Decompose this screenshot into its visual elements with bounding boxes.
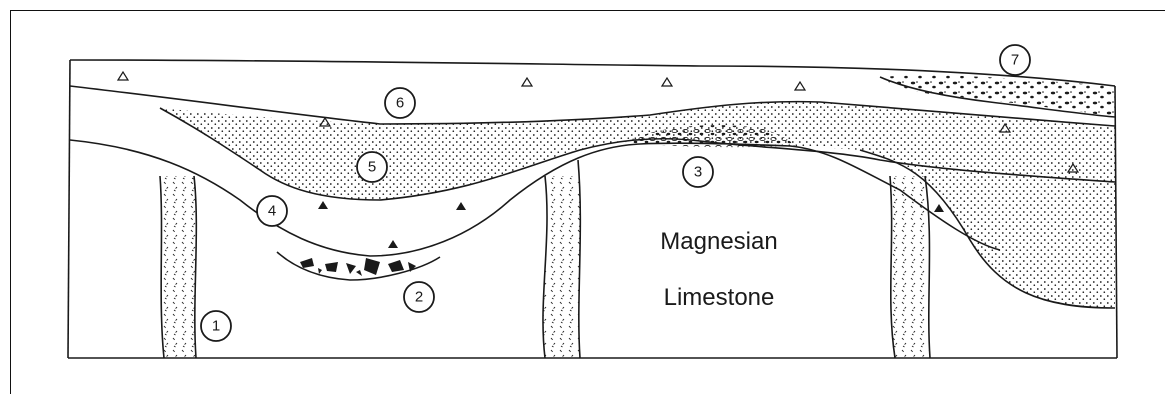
svg-text:2: 2 <box>415 289 423 306</box>
callout-7: 7 <box>1000 45 1030 75</box>
pipe-fill-right <box>890 176 930 358</box>
svg-text:4: 4 <box>268 203 276 220</box>
svg-text:5: 5 <box>368 159 376 176</box>
pipe-fill-left <box>160 176 196 358</box>
callout-1: 1 <box>201 311 231 341</box>
callout-5: 5 <box>357 152 387 182</box>
pipe-fill-middle <box>543 176 580 358</box>
callout-3: 3 <box>683 157 713 187</box>
svg-text:1: 1 <box>212 318 220 335</box>
rock-name-line-2: Limestone <box>664 284 775 311</box>
unit-5-sand-layer <box>160 102 1115 308</box>
box-left-edge <box>68 60 70 358</box>
svg-text:7: 7 <box>1011 52 1019 69</box>
callout-6: 6 <box>385 88 415 118</box>
unit-4-clasts <box>318 201 944 248</box>
callout-2: 2 <box>404 282 434 312</box>
box-right-edge <box>1115 86 1117 358</box>
svg-text:6: 6 <box>396 95 404 112</box>
callout-4: 4 <box>257 196 287 226</box>
rock-name-line-1: Magnesian <box>660 228 777 255</box>
svg-text:3: 3 <box>694 164 702 181</box>
